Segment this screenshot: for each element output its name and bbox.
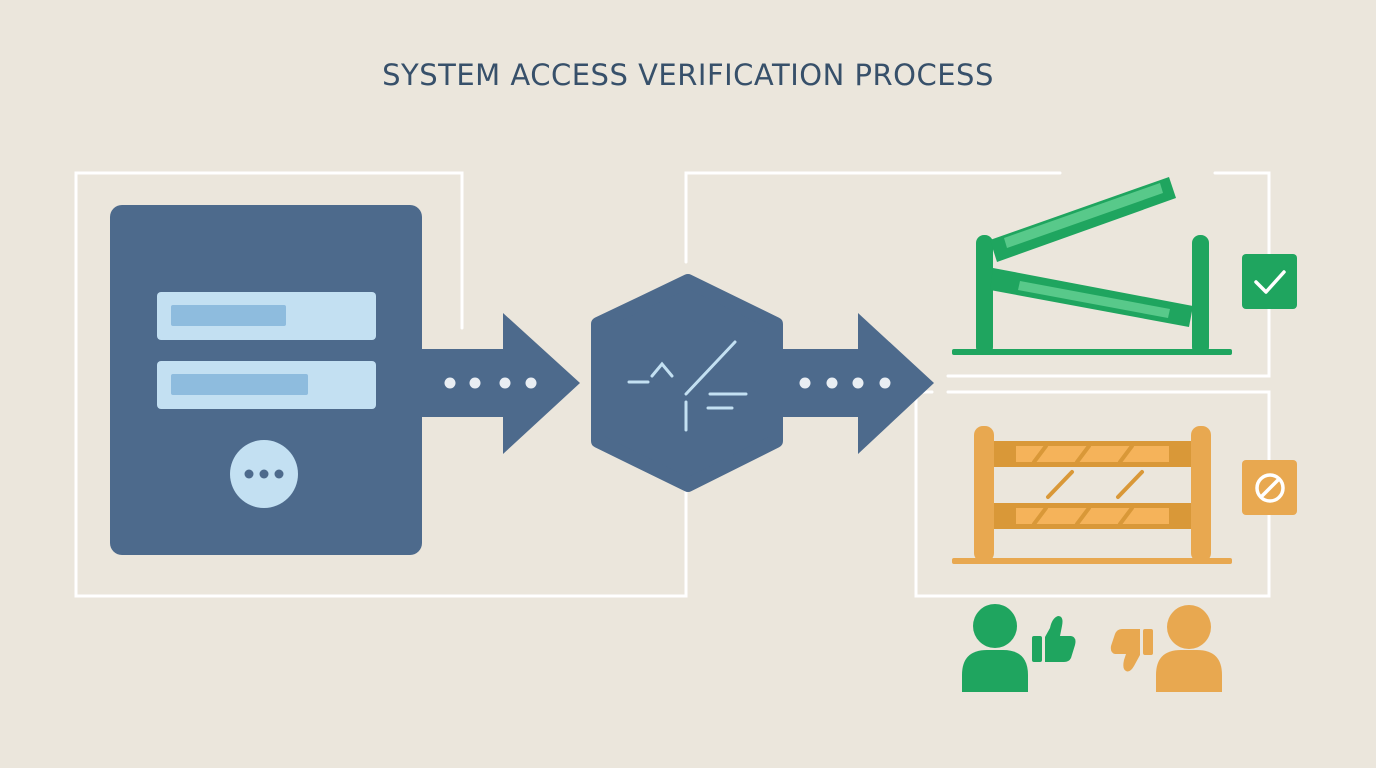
rejected-user-icon <box>1156 605 1222 692</box>
verification-hexagon-icon <box>591 274 783 492</box>
approved-user-icon <box>962 604 1028 692</box>
page-title: SYSTEM ACCESS VERIFICATION PROCESS <box>382 58 994 92</box>
flow-arrow-icon <box>776 313 934 454</box>
prohibited-icon <box>1242 460 1297 515</box>
flow-arrow-icon <box>422 313 580 454</box>
thumbs-down-icon <box>1110 629 1153 672</box>
checkmark-icon <box>1242 254 1297 309</box>
thumbs-up-icon <box>1032 616 1076 662</box>
open-gate-icon <box>952 177 1232 355</box>
login-form-icon <box>110 205 422 555</box>
closed-barrier-icon <box>952 426 1232 564</box>
